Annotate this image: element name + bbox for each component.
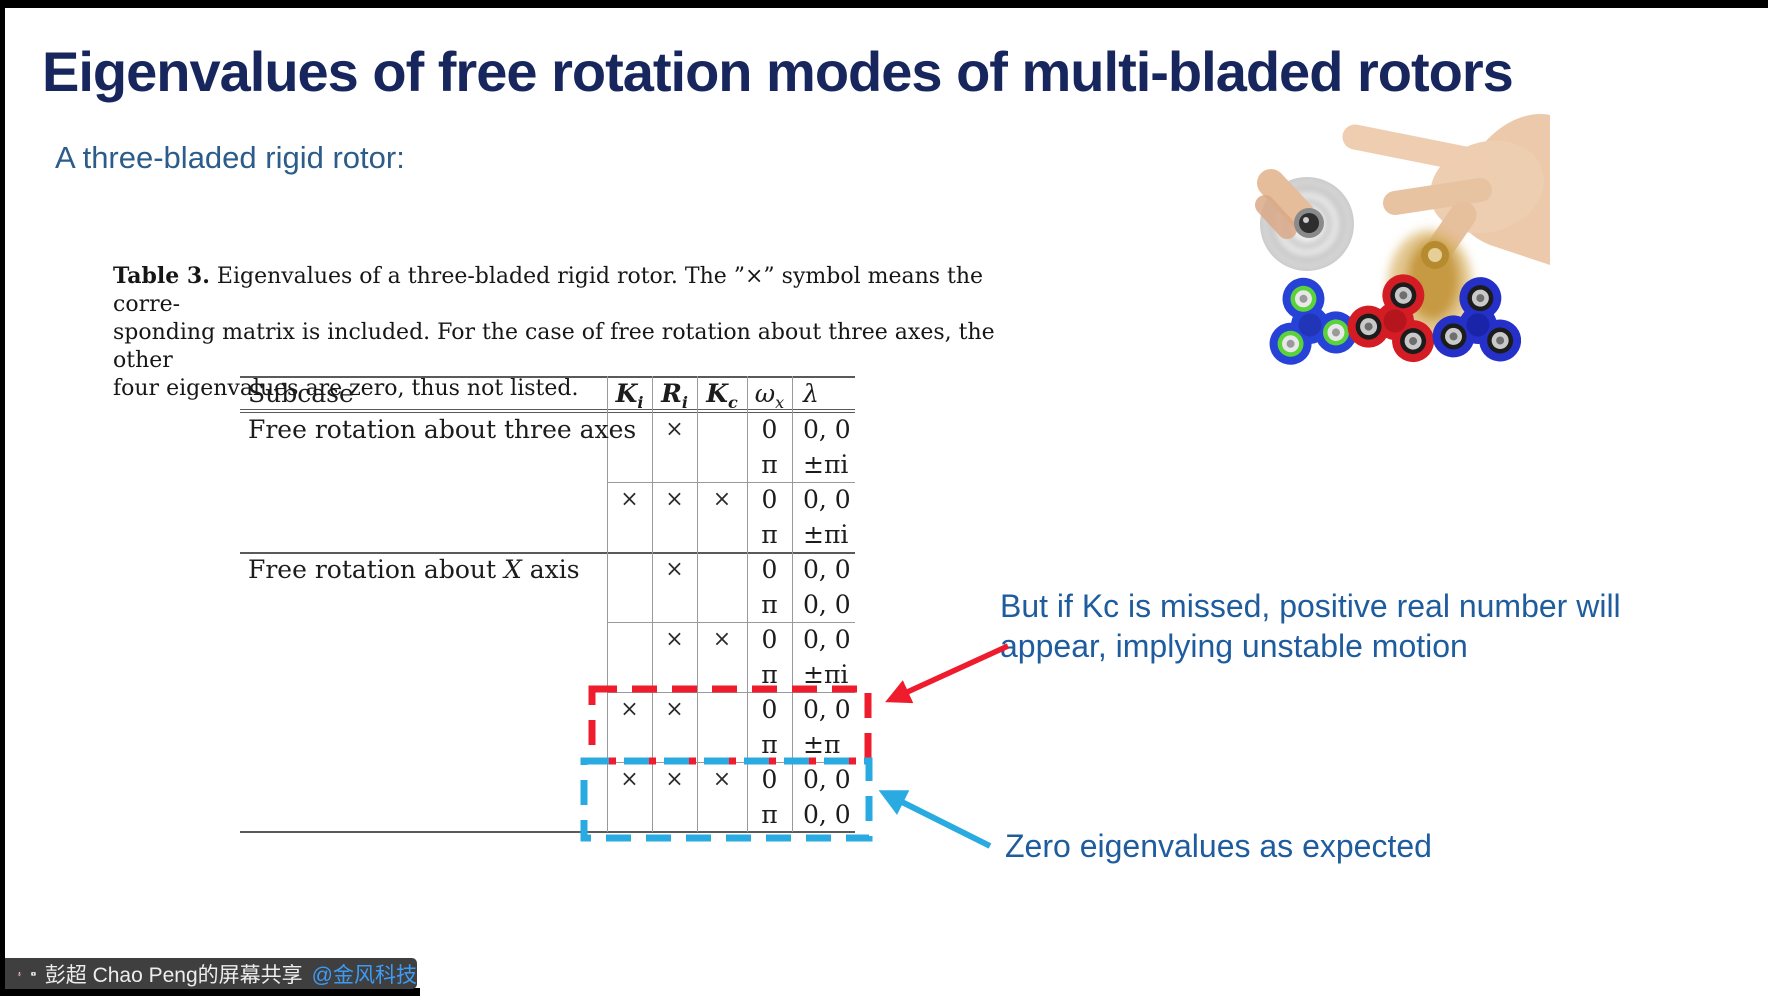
table-cell: π: [761, 660, 778, 689]
table-cell-subcase: Free rotation about three axes: [248, 415, 637, 444]
table-rule: [240, 409, 855, 410]
table-cell: 0: [761, 415, 778, 444]
table-cell: 0, 0: [803, 765, 851, 794]
screen-share-indicator-bar: 彭超 Chao Peng的屏幕共享 @金风科技: [5, 958, 417, 989]
table-cell: ×: [665, 417, 684, 442]
table-rule: [240, 376, 855, 378]
table-rule: [240, 412, 855, 413]
table-cell: 0, 0: [803, 625, 851, 654]
table-cell: ×: [712, 627, 732, 652]
table-cell: π: [761, 730, 778, 759]
share-mention-link[interactable]: @金风科技: [311, 963, 417, 987]
table-header-ki: Ki: [615, 379, 644, 412]
table-cell: ×: [665, 697, 684, 722]
share-speaker-label: 彭超 Chao Peng的屏幕共享: [44, 963, 303, 987]
table-cell: 0, 0: [803, 485, 851, 514]
table-cell: 0: [761, 625, 778, 654]
table-cell: π: [761, 590, 778, 619]
annotation-unstable: But if Kc is missed, positive real numbe…: [1000, 588, 1621, 664]
page-title: Eigenvalues of free rotation modes of mu…: [42, 40, 1514, 103]
table-cell: ×: [665, 627, 684, 652]
table-rule: [607, 482, 855, 483]
table-cell-subcase: Free rotation about X axis: [248, 555, 580, 584]
table-cell: 0: [761, 555, 778, 584]
table-cell: 0, 0: [803, 555, 851, 584]
table-header-omega: ωx: [754, 379, 785, 412]
table-cell: [697, 552, 747, 587]
table-rule: [607, 622, 855, 623]
table-cell: ±πi: [803, 660, 849, 689]
table-rule: [697, 376, 698, 832]
table-cell: 0, 0: [803, 695, 851, 724]
table-caption: Table 3. Eigenvalues of a three-bladed r…: [113, 262, 1018, 403]
table-cell: [697, 692, 747, 727]
table-rule: [747, 376, 748, 832]
table-cell: 0: [761, 485, 778, 514]
table-header-lambda: λ: [803, 379, 819, 408]
table-row-unstable: × × 0 π 0, 0 ±π: [240, 692, 855, 762]
annotation-zero-eigenvalues: Zero eigenvalues as expected: [1005, 828, 1432, 864]
table-cell: ×: [620, 767, 639, 792]
caption-line: four eigenvalues are zero, thus not list…: [113, 376, 579, 401]
share-bar-backing: [0, 988, 420, 996]
table-cell: ×: [665, 487, 684, 512]
table-rule: [240, 831, 855, 833]
table-row: Free rotation about X axis × 0 π 0, 0 0,…: [240, 552, 855, 622]
table-cell: ×: [712, 767, 732, 792]
table-rule: [607, 376, 608, 832]
table-row: Free rotation about three axes × 0 π 0, …: [240, 412, 855, 482]
table-cell: 0, 0: [803, 800, 851, 829]
table-row: × × × 0 π 0, 0 ±πi: [240, 482, 855, 552]
table-cell: ±π: [803, 730, 841, 759]
table-row-zero: × × × 0 π 0, 0 0, 0: [240, 762, 855, 832]
table-header-subcase: Subcase: [248, 379, 354, 408]
table-cell: [697, 412, 747, 447]
table-cell: 0, 0: [803, 590, 851, 619]
microphone-muted-icon[interactable]: [17, 962, 22, 986]
table-rule: [240, 552, 855, 554]
table-rule: [652, 376, 653, 832]
table-cell: ±πi: [803, 520, 849, 549]
table-cell: [607, 622, 652, 657]
table-cell: π: [761, 450, 778, 479]
slide-subtitle: A three-bladed rigid rotor:: [55, 140, 405, 175]
table-cell: [607, 552, 652, 587]
table-row: × × 0 π 0, 0 ±πi: [240, 622, 855, 692]
table-cell: ×: [620, 487, 639, 512]
caption-line: Table 3. Eigenvalues of a three-bladed r…: [113, 263, 984, 317]
eigenvalue-table: Subcase Ki Ri Kc ωx λ Free rotation abou…: [240, 376, 855, 833]
table-cell: ×: [620, 697, 639, 722]
caption-line: sponding matrix is included. For the cas…: [113, 320, 995, 373]
table-cell: ×: [665, 767, 684, 792]
screen-share-icon[interactable]: [31, 963, 36, 985]
table-cell: ×: [712, 487, 732, 512]
table-cell: ±πi: [803, 450, 849, 479]
table-header-ri: Ri: [661, 379, 688, 412]
table-rule: [792, 376, 793, 832]
table-cell: π: [761, 520, 778, 549]
table-cell: 0: [761, 695, 778, 724]
table-cell: 0: [761, 765, 778, 794]
table-cell: 0, 0: [803, 415, 851, 444]
table-header-kc: Kc: [706, 379, 738, 412]
table-cell: ×: [665, 557, 684, 582]
table-header-row: Subcase Ki Ri Kc ωx λ: [240, 376, 855, 412]
table-cell: [607, 412, 652, 447]
table-cell: π: [761, 800, 778, 829]
caption-label: Table 3.: [113, 263, 210, 289]
